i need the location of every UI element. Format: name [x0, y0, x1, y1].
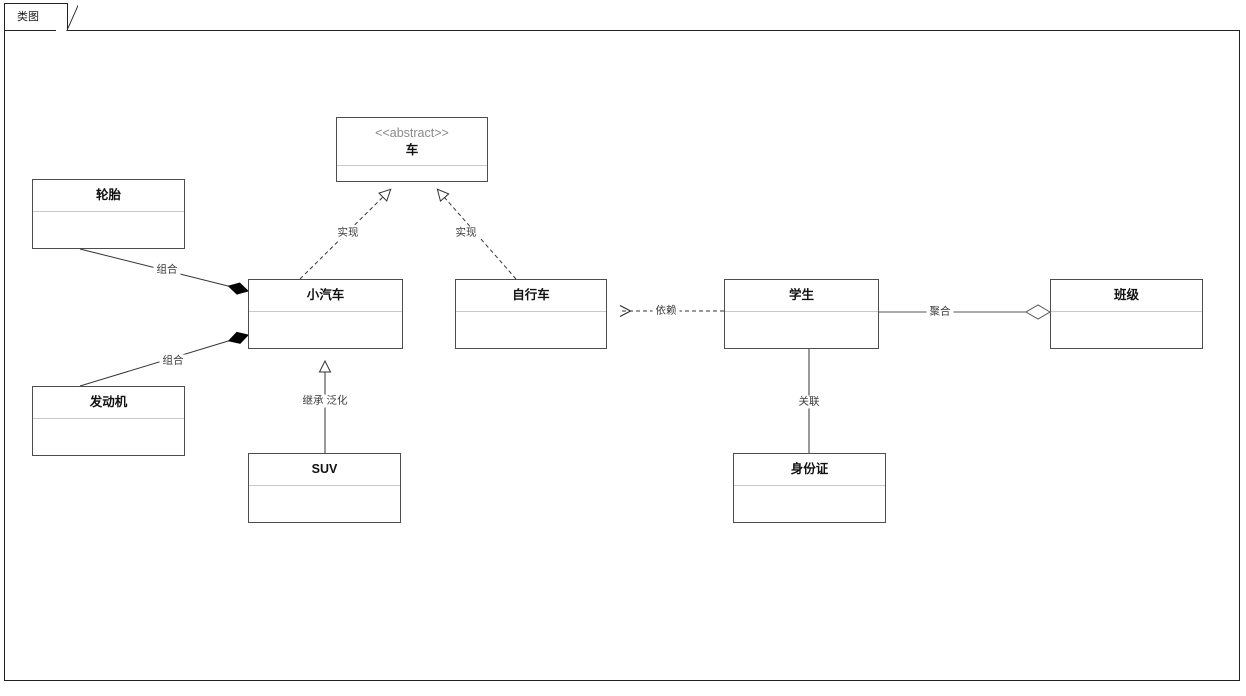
class-name-xuesheng: 学生	[788, 288, 814, 302]
tab-class-diagram[interactable]: 类图	[4, 3, 68, 30]
class-box-banji[interactable]: 班级	[1050, 279, 1203, 349]
tab-strip: 类图	[0, 0, 1246, 32]
diagram-canvas[interactable]	[4, 30, 1240, 681]
edge-label-dependency-student-bicycle: 依赖	[652, 304, 680, 318]
edge-label-association-student-idcard: 关联	[795, 395, 823, 409]
edge-label-composition-tire: 组合	[153, 263, 181, 277]
class-box-xiaoqiche[interactable]: 小汽车	[248, 279, 403, 349]
class-box-fadongji[interactable]: 发动机	[32, 386, 185, 456]
edge-label-generalization-suv: 继承 泛化	[299, 394, 351, 408]
class-name-suv: SUV	[311, 462, 338, 476]
edge-label-aggregation-student-class: 聚合	[926, 305, 954, 319]
class-name-luntai: 轮胎	[95, 188, 121, 202]
class-box-luntai[interactable]: 轮胎	[32, 179, 185, 249]
class-stereotype-che: <<abstract>>	[375, 125, 449, 140]
class-title-xuesheng: 学生	[725, 280, 878, 312]
class-title-shenfenzheng: 身份证	[734, 454, 885, 486]
class-title-banji: 班级	[1051, 280, 1202, 312]
class-title-luntai: 轮胎	[33, 180, 184, 212]
class-title-suv: SUV	[249, 454, 400, 486]
class-name-shenfenzheng: 身份证	[790, 462, 829, 476]
class-name-banji: 班级	[1113, 288, 1139, 302]
class-name-xiaoqiche: 小汽车	[306, 288, 345, 302]
class-title-zixingche: 自行车	[456, 280, 606, 312]
class-title-fadongji: 发动机	[33, 387, 184, 419]
edge-label-realization-bicycle: 实现	[452, 226, 480, 240]
class-box-shenfenzheng[interactable]: 身份证	[733, 453, 886, 523]
class-name-fadongji: 发动机	[89, 395, 128, 409]
class-box-xuesheng[interactable]: 学生	[724, 279, 879, 349]
class-title-xiaoqiche: 小汽车	[249, 280, 402, 312]
class-title-che: <<abstract>> 车	[337, 118, 487, 166]
class-box-zixingche[interactable]: 自行车	[455, 279, 607, 349]
class-name-che: 车	[405, 142, 419, 157]
class-box-che[interactable]: <<abstract>> 车	[336, 117, 488, 182]
class-name-zixingche: 自行车	[512, 288, 550, 302]
edge-label-realization-car: 实现	[334, 226, 362, 240]
class-box-suv[interactable]: SUV	[248, 453, 401, 523]
edge-label-composition-engine: 组合	[159, 354, 187, 368]
